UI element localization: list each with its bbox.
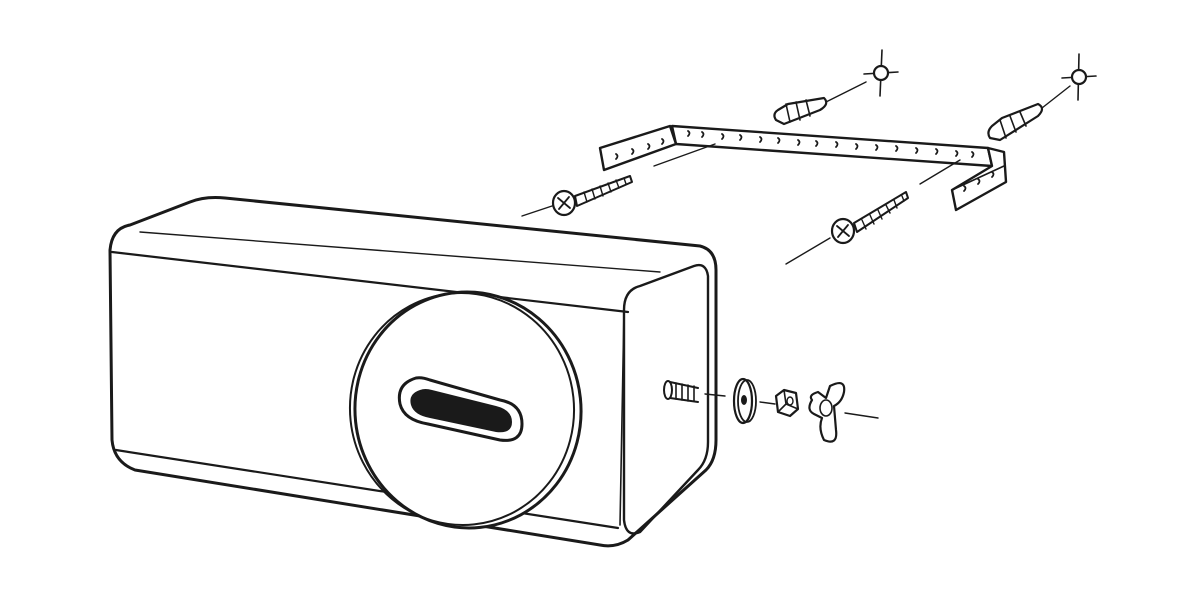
wall-screw [521, 143, 716, 217]
bolt-axis-line-a [704, 393, 726, 397]
bolt-axis-line-b [759, 401, 776, 405]
front-bass-port [348, 290, 583, 530]
wall-plug [773, 81, 867, 126]
wall-screw [785, 159, 961, 265]
drill-mark [1061, 53, 1097, 101]
drill-mark [863, 49, 899, 97]
mounting-bolt [663, 380, 699, 403]
wall-plug [987, 85, 1071, 142]
bolt-axis-line-c [844, 412, 879, 419]
hex-nut [774, 388, 800, 418]
washer [732, 377, 757, 425]
wing-nut [808, 382, 846, 443]
u-mounting-bracket [598, 124, 1008, 212]
